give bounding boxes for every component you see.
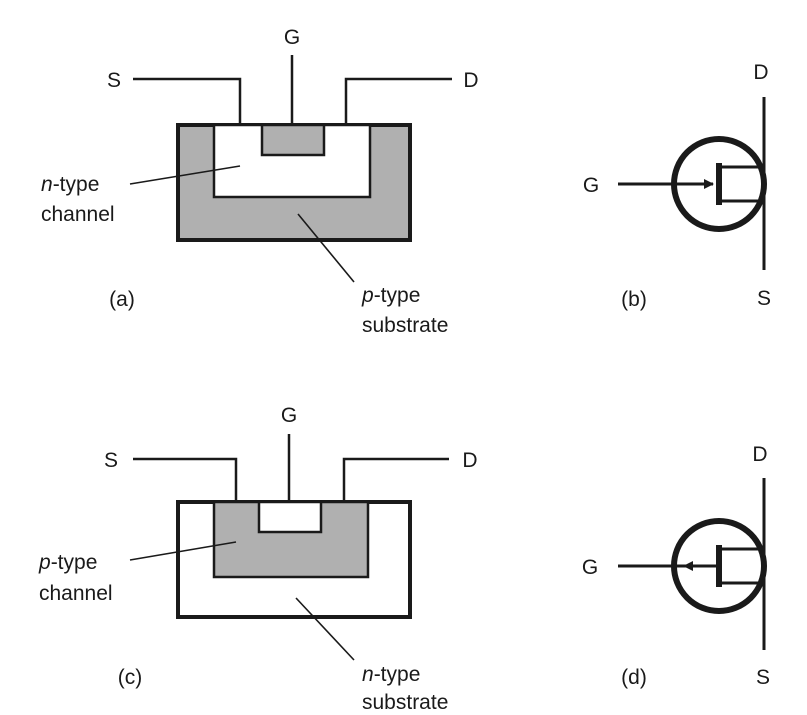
gate-label: G <box>583 174 599 197</box>
channel-leader-line <box>129 541 237 561</box>
source-label: S <box>104 449 118 472</box>
panel-b: G D S (b) <box>583 61 771 311</box>
substrate-leader-line <box>295 597 355 661</box>
substrate-word-label: substrate <box>362 691 448 714</box>
caption-d: (d) <box>621 666 647 689</box>
gate-label: G <box>582 556 598 579</box>
gate-region <box>260 123 326 157</box>
source-wire <box>133 457 238 502</box>
channel-word-label: channel <box>39 582 113 605</box>
caption-b: (b) <box>621 288 647 311</box>
panel-d: G D S (d) <box>582 443 770 689</box>
drain-label: D <box>752 443 767 466</box>
gate-region <box>257 500 323 534</box>
source-label: S <box>757 287 771 310</box>
caption-a: (a) <box>109 288 135 311</box>
panel-c: S G D p-type channel n-type substrate (c… <box>38 404 478 714</box>
substrate-leader-line <box>297 213 355 283</box>
panel-a: S G D n-type channel p-type substrate (a… <box>41 26 479 337</box>
channel-word-label: channel <box>41 203 115 226</box>
drain-label: D <box>463 69 478 92</box>
channel-leader-line <box>129 165 241 185</box>
drain-label: D <box>462 449 477 472</box>
gate-label: G <box>281 404 297 427</box>
gate-label: G <box>284 26 300 49</box>
channel-type-label: n-type <box>41 173 99 196</box>
drain-label: D <box>753 61 768 84</box>
source-wire <box>133 77 242 125</box>
drain-wire <box>342 457 449 502</box>
source-label: S <box>756 666 770 689</box>
substrate-type-label: n-type <box>362 663 420 686</box>
caption-c: (c) <box>118 666 143 689</box>
source-label: S <box>107 69 121 92</box>
substrate-type-label: p-type <box>361 284 420 307</box>
substrate-word-label: substrate <box>362 314 448 337</box>
drain-wire <box>344 77 452 125</box>
channel-type-label: p-type <box>38 551 97 574</box>
